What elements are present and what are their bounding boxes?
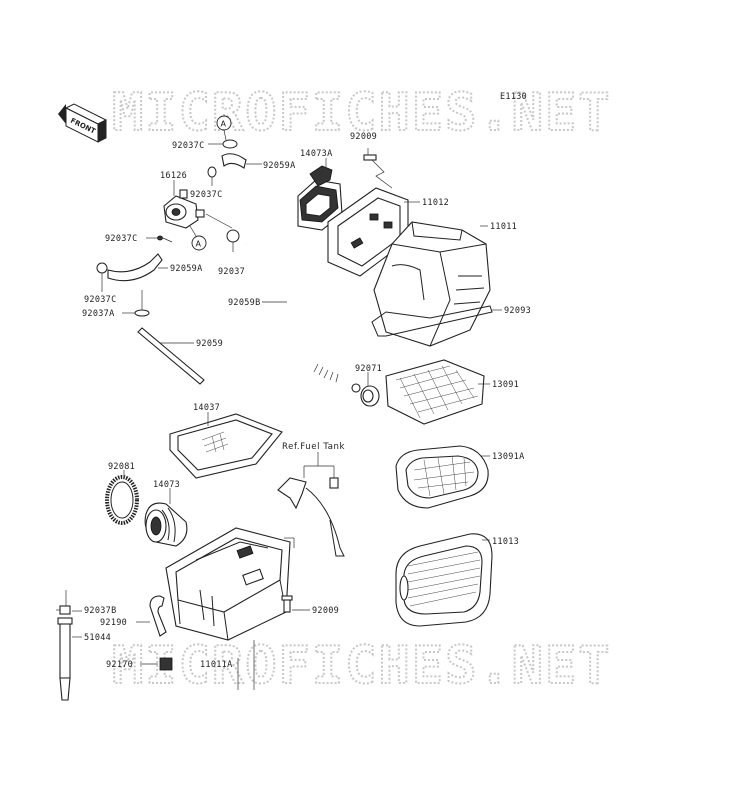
label-92037c-2: 92037C <box>190 190 223 200</box>
label-92037b: 92037B <box>84 606 117 616</box>
label-11011a: 11011A <box>200 660 233 670</box>
watermark-top: MICROFICHES.NET <box>112 83 612 143</box>
label-92037: 92037 <box>218 267 245 277</box>
element-13091a <box>395 445 489 509</box>
airbox-11011a <box>165 527 291 641</box>
label-92190: 92190 <box>100 618 127 628</box>
label-13091: 13091 <box>492 380 519 390</box>
hose-92059b-ribs <box>313 363 339 383</box>
ring-92081 <box>105 475 139 525</box>
label-92009-1: 92009 <box>350 132 377 142</box>
filter-11013 <box>395 533 493 627</box>
label-16126: 16126 <box>160 171 187 181</box>
front-arrow-icon: FRONT <box>58 103 108 143</box>
screen-13091 <box>385 359 485 425</box>
svg-text:A: A <box>221 120 227 129</box>
hose-92190 <box>149 595 167 637</box>
stay-bracket <box>277 477 345 557</box>
label-11012: 11012 <box>422 198 449 208</box>
label-92093: 92093 <box>504 306 531 316</box>
bolt-92009-top <box>363 148 393 189</box>
gasket-14037 <box>169 413 283 479</box>
watermark-bottom: MICROFICHES.NET <box>112 636 612 696</box>
diagram-code: E1130 <box>500 92 527 102</box>
label-14073: 14073 <box>153 480 180 490</box>
housing-11011 <box>373 221 491 347</box>
circle-marker-bottom: A <box>191 235 207 251</box>
label-92037a: 92037A <box>82 309 115 319</box>
label-92059a-1: 92059A <box>263 161 296 171</box>
boot-14073 <box>144 502 188 547</box>
plug-92170 <box>159 657 173 671</box>
label-92037c-4: 92037C <box>84 295 117 305</box>
label-92059b: 92059B <box>228 298 261 308</box>
svg-text:A: A <box>196 240 202 249</box>
drain-tube-51044 <box>57 617 73 701</box>
label-14037: 14037 <box>193 403 220 413</box>
label-92037c-1: 92037C <box>172 141 205 151</box>
label-92170: 92170 <box>106 660 133 670</box>
grommet-92071 <box>360 385 380 407</box>
label-92081: 92081 <box>108 462 135 472</box>
label-92059: 92059 <box>196 339 223 349</box>
bolt-92009-bottom <box>281 595 293 613</box>
label-11013: 11013 <box>492 537 519 547</box>
label-11011: 11011 <box>490 222 517 232</box>
label-92037c-3: 92037C <box>105 234 138 244</box>
bracket-14073a <box>297 165 343 231</box>
circle-marker-top: A <box>216 115 232 131</box>
label-13091a: 13091A <box>492 452 525 462</box>
label-92071: 92071 <box>355 364 382 374</box>
label-92009-2: 92009 <box>312 606 339 616</box>
label-51044: 51044 <box>84 633 111 643</box>
label-14073a: 14073A <box>300 149 333 159</box>
label-92059a-2: 92059A <box>170 264 203 274</box>
valve-16126 <box>163 189 205 229</box>
ref-fuel-tank-note: Ref.Fuel Tank <box>282 442 345 452</box>
